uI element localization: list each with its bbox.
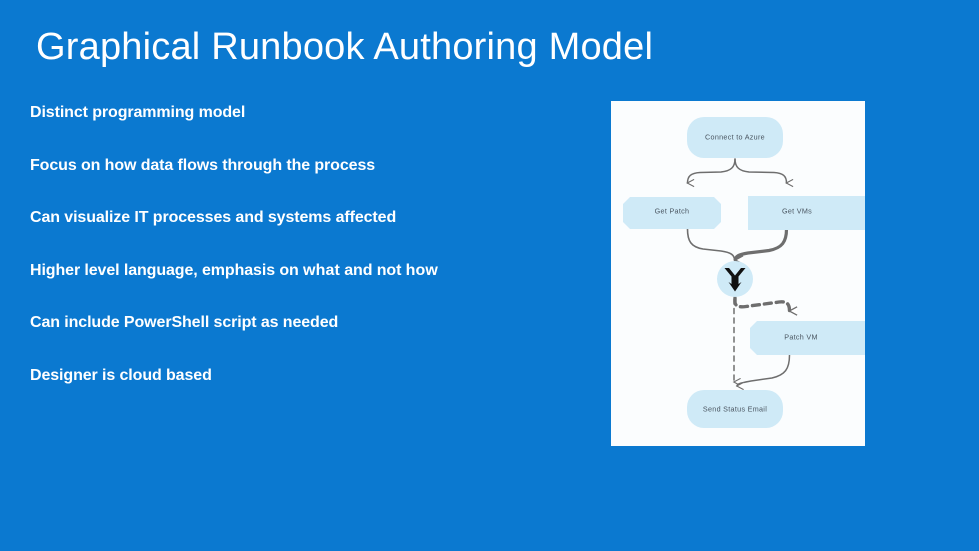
bullet-item-3: Can visualize IT processes and systems a…	[30, 207, 590, 260]
merge-junction-icon	[724, 268, 746, 292]
flow-node-connect-to-azure[interactable]: Connect to Azure	[687, 117, 783, 158]
bullet-text-4-emphasis-what: what	[303, 261, 340, 279]
bullet-text-3: Can visualize IT processes and systems a…	[30, 209, 397, 226]
connector-get-patch-to-junction	[686, 228, 742, 265]
bullet-text-4-emphasis-how: how	[405, 261, 438, 279]
bullet-item-1: Distinct programming model	[30, 102, 590, 155]
connector-junction-to-patch-vm	[733, 296, 798, 316]
bullet-text-1: Distinct programming model	[30, 104, 246, 121]
flow-node-label-connect-to-azure: Connect to Azure	[705, 133, 765, 142]
bullet-text-6: Designer is cloud based	[30, 366, 212, 384]
flow-node-get-patch[interactable]: Get Patch	[623, 197, 721, 229]
bullet-item-4: Higher level language, emphasis on what …	[30, 260, 590, 313]
connector-connect-to-azure-to-get-patch	[686, 158, 736, 188]
flow-node-patch-vm[interactable]: Patch VM	[750, 321, 865, 355]
bullet-text-5: Can include PowerShell script as needed	[30, 314, 339, 331]
connector-get-vms-to-junction	[733, 227, 789, 265]
connector-patch-vm-to-send-status-email	[735, 354, 791, 391]
bullet-text-4-lead: Higher level language, emphasis on	[30, 261, 304, 279]
flow-node-label-get-vms: Get VMs	[782, 207, 812, 216]
bullet-item-5: Can include PowerShell script as needed	[30, 312, 590, 365]
bullet-text-4-mid: and not	[339, 261, 406, 279]
flow-node-label-send-status-email: Send Status Email	[703, 405, 767, 414]
flow-node-send-status-email[interactable]: Send Status Email	[687, 390, 783, 428]
page-title: Graphical Runbook Authoring Model	[36, 26, 654, 68]
bullet-item-2: Focus on how data flows through the proc…	[30, 155, 590, 208]
runbook-flow-diagram-panel: Connect to Azure Get Patch Get VMs Patch…	[611, 101, 865, 446]
flow-node-junction[interactable]	[717, 261, 753, 297]
bullet-text-2: Focus on how data flows through the proc…	[30, 156, 376, 174]
flow-node-get-vms[interactable]: Get VMs	[748, 196, 865, 230]
bullet-list: Distinct programming model Focus on how …	[30, 102, 590, 417]
flow-node-label-patch-vm: Patch VM	[784, 333, 818, 342]
connector-group	[686, 158, 798, 391]
bullet-item-6: Designer is cloud based	[30, 365, 590, 418]
connector-connect-to-azure-to-get-vms	[734, 158, 794, 188]
flow-diagram: Connect to Azure Get Patch Get VMs Patch…	[623, 117, 865, 428]
flow-node-label-get-patch: Get Patch	[655, 207, 690, 216]
